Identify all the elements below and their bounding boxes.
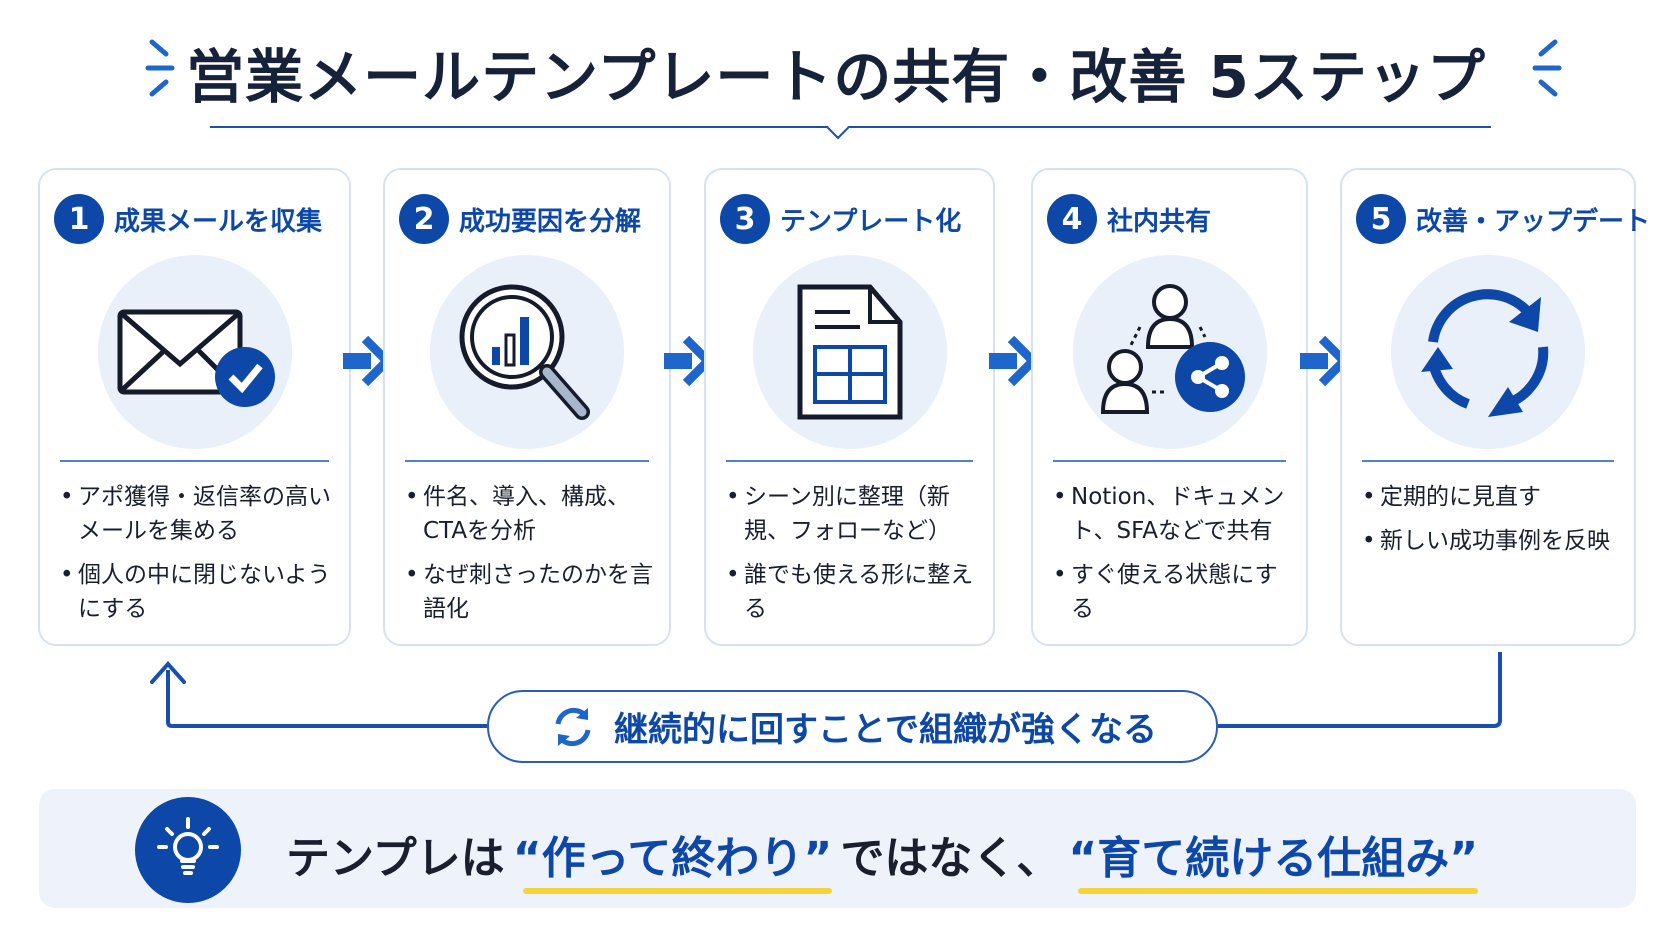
step-bullet: 定期的に見直す xyxy=(1362,480,1626,514)
message-mid: ではなく、 xyxy=(840,833,1061,884)
step-bullet: なぜ刺さったのかを言語化 xyxy=(405,558,661,626)
title-underline xyxy=(210,126,1491,128)
refresh-icon xyxy=(555,707,591,746)
magnifier-chart-icon xyxy=(430,255,624,449)
step-bullet: すぐ使える状態にする xyxy=(1053,558,1298,626)
step-title: 改善・アップデート xyxy=(1416,206,1651,237)
loop-connector xyxy=(150,652,1502,728)
step-number-badge: 3 xyxy=(720,194,770,244)
sparkle-left-icon xyxy=(145,39,175,97)
step-card-4: 4 社内共有 Notion、ドキュメント、SFAなどで共有すぐ使える状態にする xyxy=(1031,168,1308,646)
divider xyxy=(1053,460,1286,462)
step-bullet: シーン別に整理（新規、フォローなど） xyxy=(726,480,985,548)
loop-label: 継続的に回すことで組織が強くなる xyxy=(614,710,1157,750)
message-pre: テンプレは xyxy=(286,833,505,884)
step-number-badge: 5 xyxy=(1356,194,1406,244)
document-table-icon xyxy=(752,255,947,449)
step-title: 成功要因を分解 xyxy=(459,206,642,237)
step-number-badge: 2 xyxy=(399,194,449,244)
step-bullet: 新しい成功事例を反映 xyxy=(1362,524,1626,558)
title-notch xyxy=(826,116,850,140)
mail-check-icon xyxy=(97,255,292,449)
divider xyxy=(1362,460,1614,462)
message-quote2: “育て続ける仕組み” xyxy=(1068,822,1478,894)
loop-banner: 継続的に回すことで組織が強くなる xyxy=(487,690,1218,763)
step-card-5: 5 改善・アップデート 定期的に見直す新しい成功事例を反映 xyxy=(1340,168,1650,646)
message-quote1: “作って終わり” xyxy=(513,822,832,894)
step-card-1: 1 成果メールを収集 アポ獲得・返信率の高いメールを集める個人の中に閉じないように… xyxy=(38,168,351,646)
step-bullet: アポ獲得・返信率の高いメールを集める xyxy=(60,480,341,548)
key-message: テンプレは “作って終わり” ではなく、 “育て続ける仕組み” xyxy=(286,822,1486,894)
step-title: テンプレート化 xyxy=(780,206,962,237)
divider xyxy=(405,460,649,462)
step-bullet: Notion、ドキュメント、SFAなどで共有 xyxy=(1053,480,1298,548)
lightbulb-icon xyxy=(135,797,241,903)
divider xyxy=(60,460,329,462)
step-number-badge: 1 xyxy=(54,194,104,244)
step-bullet: 個人の中に閉じないようにする xyxy=(60,558,341,626)
sparkle-right-icon xyxy=(1532,39,1562,97)
arrow-right-icon xyxy=(989,336,1037,386)
step-bullet: 誰でも使える形に整える xyxy=(726,558,985,626)
refresh-cycle-icon xyxy=(1391,255,1585,449)
step-number-badge: 4 xyxy=(1047,194,1097,244)
step-card-3: 3 テンプレート化 シーン別に整理（新規、フォローなど） 誰でも使える形に整える xyxy=(704,168,995,646)
divider xyxy=(726,460,973,462)
people-share-icon xyxy=(1072,255,1267,449)
step-title: 成果メールを収集 xyxy=(114,206,323,237)
step-title: 社内共有 xyxy=(1107,206,1212,237)
page-title: 営業メールテンプレートの共有・改善 5ステップ xyxy=(186,43,1486,111)
step-bullet: 件名、導入、構成、CTAを分析 xyxy=(405,480,661,548)
step-card-2: 2 成功要因を分解 件名、導入、構成、CTAを分析なぜ刺さったのかを言語化 xyxy=(383,168,671,646)
